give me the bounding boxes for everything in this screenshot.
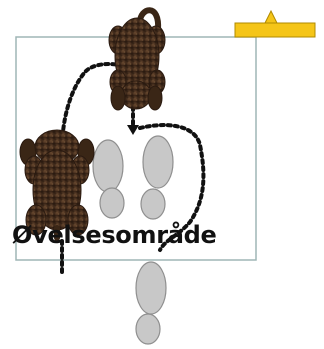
exercise-area-label: Øvelsesområde (12, 221, 217, 249)
foot-left-sole (92, 139, 124, 193)
foot-bottom-sole (135, 261, 167, 315)
foot-bottom-heel (135, 313, 161, 345)
foot-right-heel (140, 188, 166, 220)
handler-marker (234, 9, 316, 38)
dog-left-icon (19, 129, 95, 241)
foot-left-heel (99, 187, 125, 219)
footprints (92, 135, 174, 345)
dog-top-icon (108, 7, 166, 111)
path-arrowhead (127, 125, 139, 135)
dotted-path (60, 62, 206, 274)
foot-right-sole (142, 135, 174, 189)
